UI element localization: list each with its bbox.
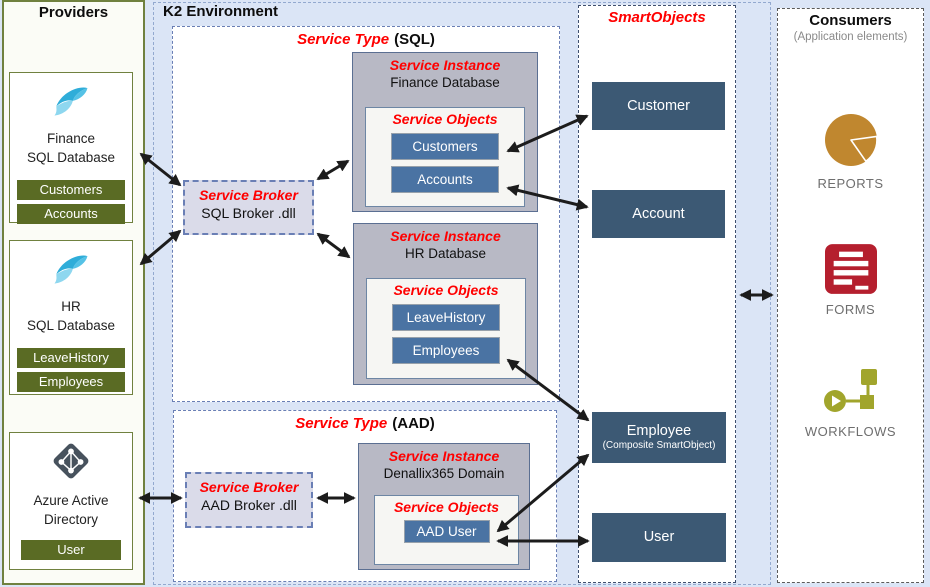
- service-objects-hr: Service Objects LeaveHistory Employees: [366, 278, 526, 379]
- consumer-reports: REPORTS: [777, 112, 924, 191]
- azure-ad-icon: [53, 443, 89, 479]
- provider-name: Finance SQL Database: [26, 131, 116, 165]
- sql-service-broker: Service Broker SQL Broker .dll: [183, 180, 314, 235]
- k2-environment-title: K2 Environment: [163, 3, 279, 20]
- provider-name: HR SQL Database: [26, 299, 116, 333]
- smartobject-employee: Employee (Composite SmartObject): [592, 412, 726, 463]
- reports-label: REPORTS: [817, 176, 884, 191]
- aad-service-broker: Service Broker AAD Broker .dll: [185, 472, 313, 528]
- sql-server-icon: [54, 87, 88, 116]
- sql-server-icon: [54, 255, 88, 284]
- pie-chart-icon: [824, 114, 878, 166]
- service-object-leavehistory: LeaveHistory: [392, 304, 500, 331]
- service-object-aad-user: AAD User: [403, 520, 490, 543]
- service-instance-hr: Service Instance HR Database Service Obj…: [353, 223, 538, 385]
- form-icon: [824, 244, 877, 294]
- workflow-icon: [823, 369, 877, 412]
- consumers-subtitle: (Application elements): [793, 31, 908, 43]
- service-objects-finance: Service Objects Customers Accounts: [365, 107, 525, 207]
- provider-object-customers: Customers: [17, 180, 125, 200]
- provider-azure-active-directory: Azure Active Directory User: [9, 432, 133, 570]
- smartobject-customer: Customer: [592, 82, 725, 130]
- service-objects-aad: Service Objects AAD User: [374, 495, 519, 565]
- service-type-aad-label: Service Type(AAD): [295, 415, 435, 432]
- smartobjects-title: SmartObjects: [608, 9, 706, 26]
- consumers-title: Consumers: [809, 12, 892, 29]
- consumer-workflows: WORKFLOWS: [777, 368, 924, 439]
- consumers-panel: [777, 8, 924, 583]
- consumer-forms: FORMS: [777, 244, 924, 317]
- provider-object-employees: Employees: [17, 372, 125, 392]
- providers-title: Providers: [38, 4, 109, 21]
- smartobject-employee-subtitle: (Composite SmartObject): [602, 440, 716, 451]
- provider-name: Azure Active Directory: [33, 493, 109, 527]
- provider-finance-sql-database: Finance SQL Database Customers Accounts: [9, 72, 133, 224]
- service-instance-denallix365: Service Instance Denallix365 Domain Serv…: [358, 443, 530, 570]
- service-object-accounts: Accounts: [391, 166, 499, 193]
- provider-object-leavehistory: LeaveHistory: [17, 348, 125, 368]
- service-object-customers: Customers: [391, 133, 499, 160]
- provider-object-user: User: [21, 540, 121, 560]
- smartobject-user: User: [592, 513, 726, 562]
- smartobject-account: Account: [592, 190, 725, 238]
- service-type-sql-label: Service Type(SQL): [297, 31, 435, 48]
- service-instance-finance: Service Instance Finance Database Servic…: [352, 52, 538, 212]
- workflows-label: WORKFLOWS: [804, 424, 897, 439]
- provider-object-accounts: Accounts: [17, 204, 125, 224]
- provider-hr-sql-database: HR SQL Database LeaveHistory Employees: [9, 240, 133, 395]
- forms-label: FORMS: [825, 302, 876, 317]
- service-object-employees: Employees: [392, 337, 500, 364]
